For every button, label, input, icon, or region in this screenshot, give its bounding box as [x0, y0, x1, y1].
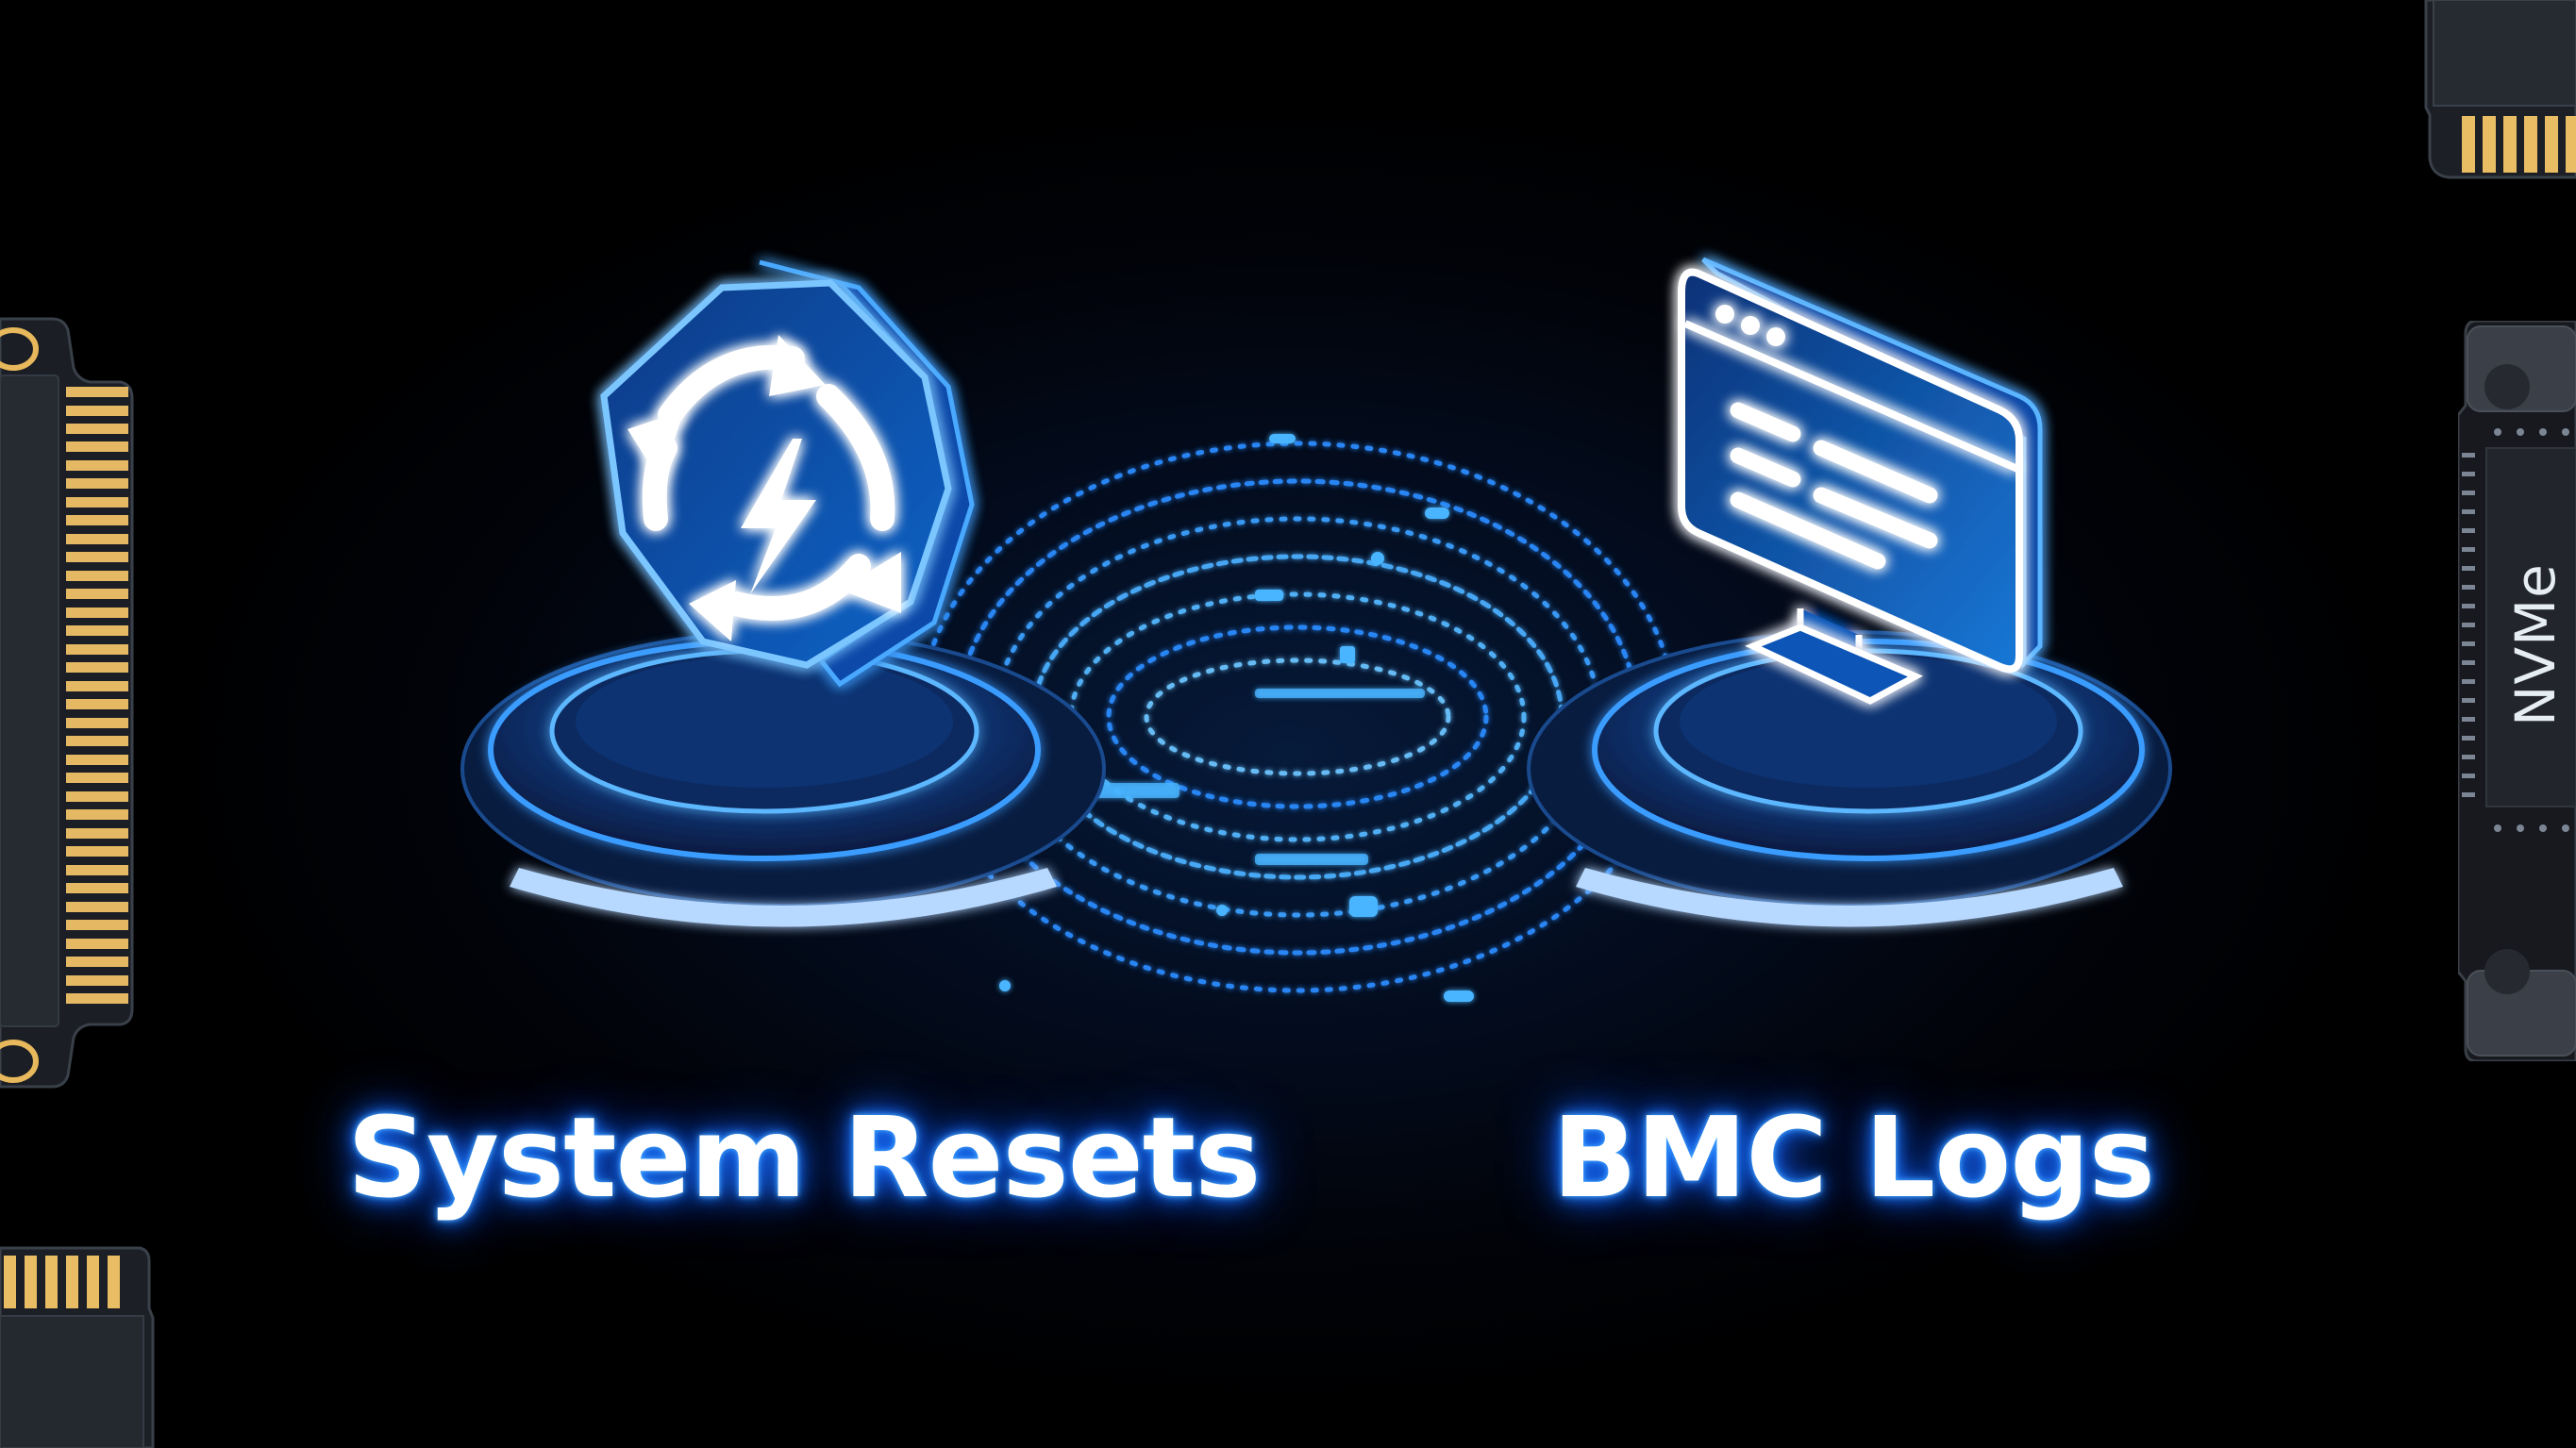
top-right-card-module: [2420, 0, 2576, 179]
reset-power-icon: [576, 245, 991, 698]
bmc-logs-label: BMC Logs: [1552, 1092, 2155, 1223]
nvme-chip-label: NVMe: [2503, 563, 2568, 726]
bottom-left-card-module: [0, 1240, 156, 1448]
system-resets-label: System Resets: [347, 1092, 1261, 1223]
right-pedestal: [1510, 604, 2189, 962]
left-ssd-module: [0, 311, 137, 1094]
monitor-log-icon: [1661, 241, 2057, 731]
right-nvme-module: NVMe: [2458, 321, 2576, 1061]
left-pedestal: [443, 604, 1123, 962]
